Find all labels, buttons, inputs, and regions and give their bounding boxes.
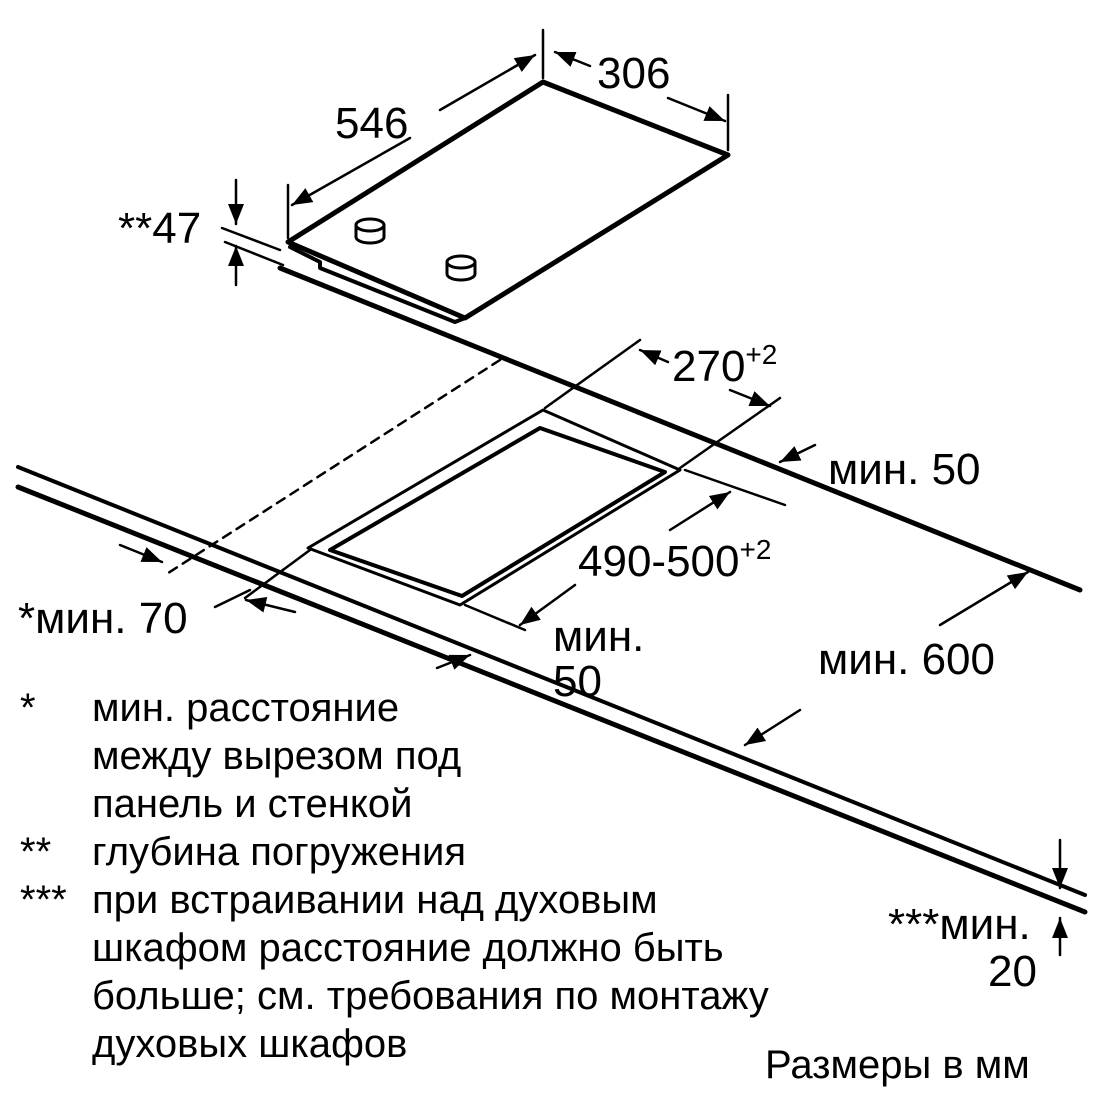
units-label: Размеры в мм [765, 1043, 1030, 1087]
cutout-width-tolerance: +2 [745, 339, 778, 370]
dimension-min-back: мин. 50 [828, 445, 981, 494]
note-line: между вырезом под [92, 734, 462, 778]
note-line: духовых шкафов [92, 1022, 408, 1066]
note-line: глубина погружения [92, 830, 467, 874]
note-mark: * [20, 686, 36, 730]
note-line: больше; см. требования по монтажу [92, 974, 769, 1018]
note-line: панель и стенкой [92, 782, 413, 826]
note-mark: *** [20, 878, 67, 922]
dimension-min-front-label: мин. [553, 612, 645, 661]
dimension-width: 306 [597, 49, 671, 98]
dimension-depth: 546 [335, 99, 409, 148]
footnotes: * мин. расстояние между вырезом под пане… [20, 684, 920, 1084]
dimension-cutout-depth: 490-500+2 [578, 536, 771, 586]
cutout-depth-value: 490-500 [578, 537, 740, 586]
note-mark: ** [20, 830, 52, 874]
note-line: мин. расстояние [92, 686, 400, 730]
cutout-depth-tolerance: +2 [739, 534, 772, 565]
note-line: при встраивании над духовым [92, 878, 658, 922]
worktop-drawing [15, 265, 1088, 915]
hob-drawing [285, 79, 731, 324]
dimension-min-bottom-value: 20 [988, 947, 1037, 996]
cutout-width-value: 270 [672, 342, 746, 391]
dimension-min-worktop: мин. 600 [818, 635, 995, 684]
dimension-min-bottom-label: ***мин. [888, 900, 1031, 949]
dimension-cutout-width: 270+2 [672, 341, 777, 391]
dimension-min-side: *мин. 70 [18, 594, 188, 643]
dimension-min-front-value: 50 [553, 657, 602, 706]
note-line: шкафом расстояние должно быть [92, 926, 724, 970]
dimension-embed-depth: **47 [118, 204, 202, 253]
